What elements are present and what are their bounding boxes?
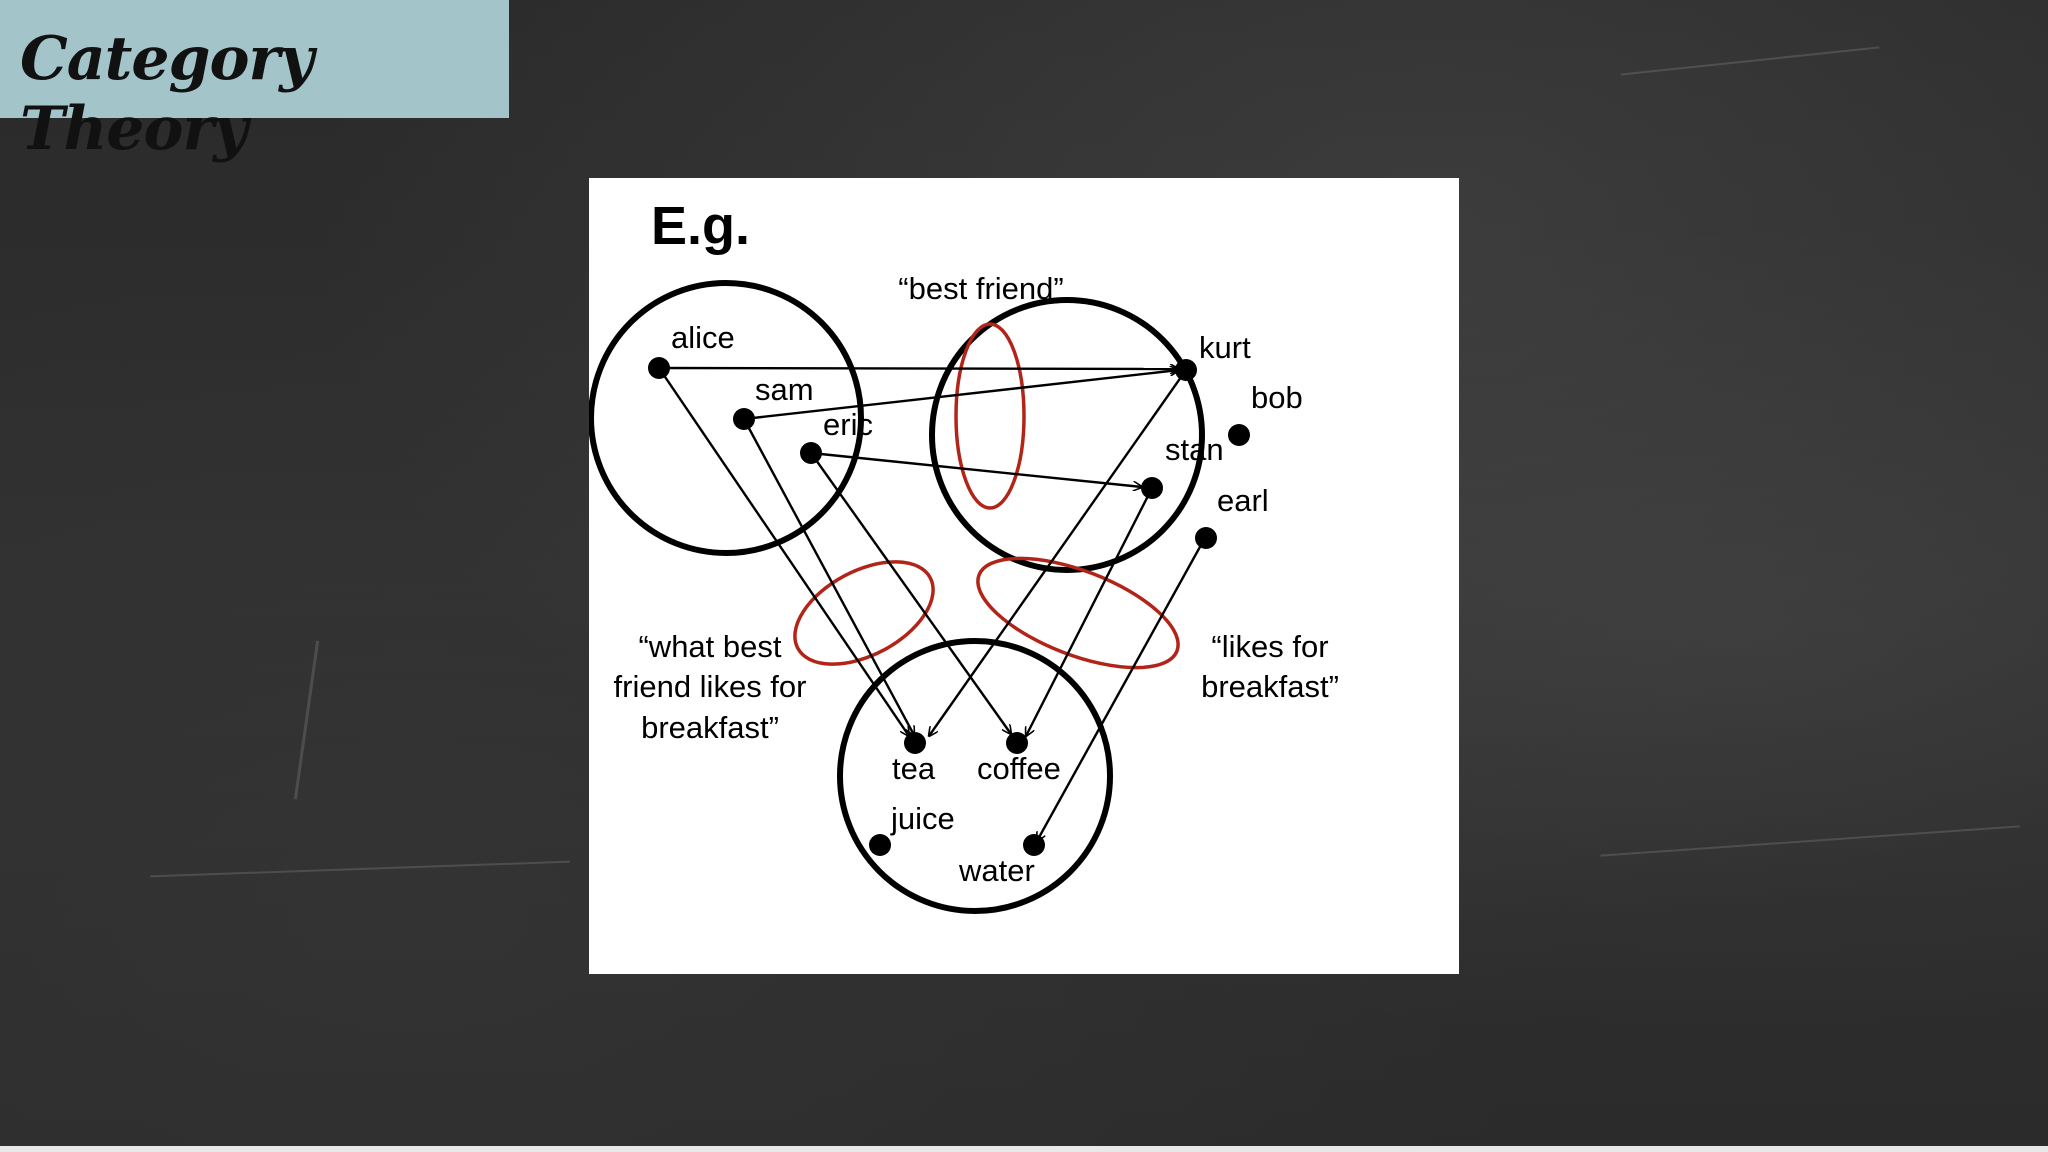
arrow-alice-tea [658,367,909,736]
chalk-scratch [1600,825,2020,857]
category-diagram: E.g. alice sa [589,196,1339,914]
arrow-eric-stan [810,451,1142,487]
set-circle-right [929,297,1205,573]
node-coffee [1006,732,1028,754]
highlight-likes-for-breakfast [976,556,1180,670]
arrow-sam-tea [742,418,914,735]
label-likes-line1: “likes for [1211,629,1328,664]
highlight-best-friend [954,322,1026,510]
title-bar: Category Theory [0,0,509,164]
label-sam: sam [755,372,814,407]
node-tea [904,732,926,754]
label-tea: tea [892,751,936,786]
set-circle-bottom [837,638,1113,914]
label-likes-line2: breakfast” [1201,669,1339,704]
arrow-eric-coffee [810,452,1011,734]
label-coffee: coffee [977,751,1061,786]
label-alice: alice [671,320,735,355]
label-kurt: kurt [1199,330,1251,365]
arrow-earl-water [1037,535,1208,841]
set-circle-left [589,280,864,556]
label-water: water [958,853,1035,888]
label-bob: bob [1251,380,1303,415]
label-stan: stan [1165,432,1224,467]
chalk-scratch [150,860,570,878]
label-eric: eric [823,407,873,442]
label-earl: earl [1217,483,1269,518]
diagram-heading: E.g. [651,196,750,256]
chalk-scratch [1620,46,1880,76]
node-alice [648,357,670,379]
node-water [1023,834,1045,856]
node-eric [800,442,822,464]
label-what-best-friend-line1: “what best [638,629,781,664]
node-stan [1141,477,1163,499]
node-bob [1228,424,1250,446]
label-juice: juice [890,801,955,836]
node-sam [733,408,755,430]
slide-title: Category Theory [20,24,314,164]
node-juice [869,834,891,856]
label-best-friend: “best friend” [898,271,1063,306]
node-earl [1195,527,1217,549]
arrow-sam-kurt [743,370,1179,421]
arrow-alice-kurt [658,368,1179,369]
arrow-stan-coffee [1026,487,1154,736]
chalk-scratch [293,640,320,800]
arrow-kurt-tea [929,369,1187,736]
highlight-what-best-friend-likes [793,560,935,666]
node-kurt [1175,359,1197,381]
label-what-best-friend-line3: breakfast” [641,710,779,745]
label-what-best-friend-line2: friend likes for [614,669,807,704]
slide-bottom-border [0,1146,2048,1152]
diagram-card: E.g. alice sa [589,178,1459,974]
